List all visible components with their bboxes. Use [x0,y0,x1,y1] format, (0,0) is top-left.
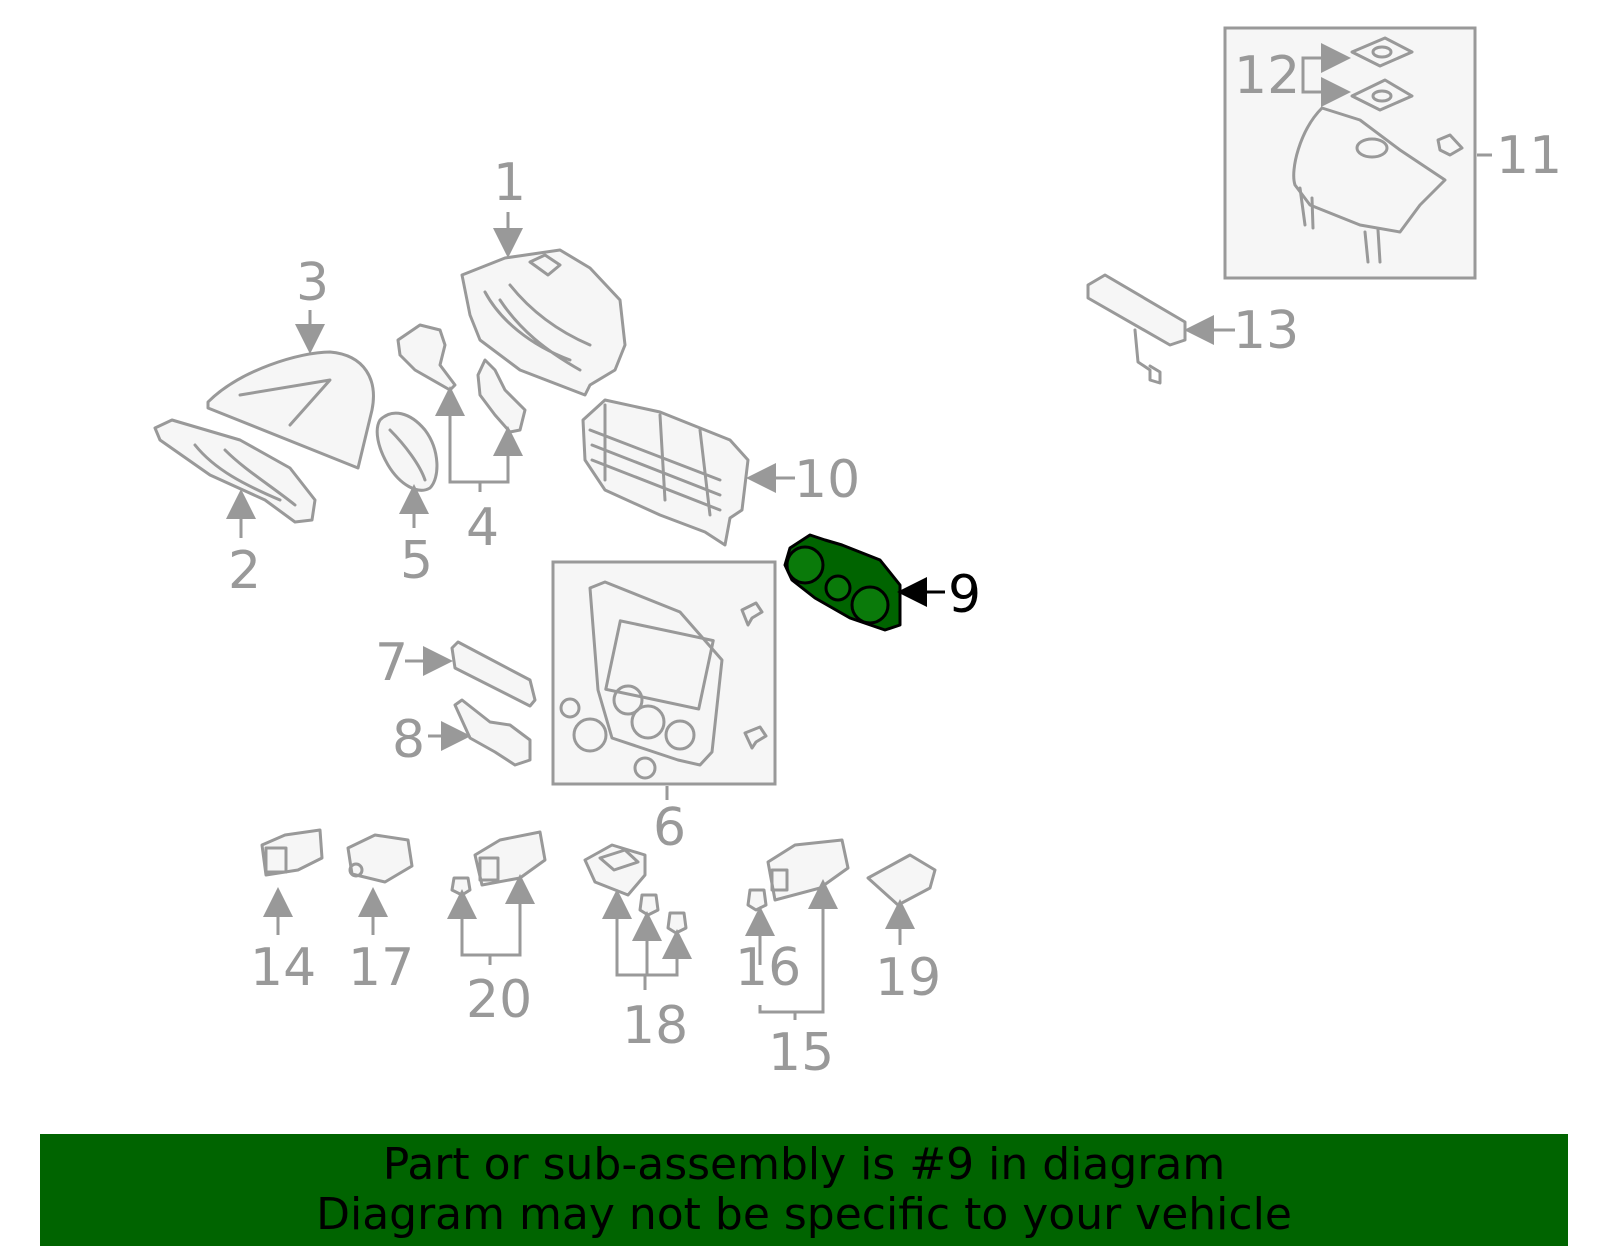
part-10 [581,398,795,547]
callout-7: 7 [375,633,408,693]
callout-14: 14 [250,938,316,998]
part-14 [260,828,324,935]
part-19 [866,853,937,945]
part-18 [583,843,692,990]
callout-2: 2 [228,541,261,601]
part-2 [153,418,317,538]
callout-20: 20 [466,970,532,1030]
banner-line-1: Part or sub-assembly is #9 in diagram [382,1139,1226,1190]
callout-12: 12 [1234,46,1300,106]
part-8 [428,698,532,767]
part-11-group [1223,26,1492,280]
info-banner: Part or sub-assembly is #9 in diagram Di… [40,1134,1568,1246]
part-13 [1086,273,1235,385]
callout-9: 9 [948,565,981,625]
callout-6: 6 [653,798,686,858]
callout-3: 3 [296,253,329,313]
part-5 [375,411,439,528]
part-7 [405,640,537,708]
part-17 [346,833,414,935]
callout-4: 4 [466,498,499,558]
callout-8: 8 [392,710,425,770]
part-1 [460,212,627,397]
callout-17: 17 [348,938,414,998]
callout-5: 5 [400,531,433,591]
banner-line-2: Diagram may not be specific to your vehi… [316,1189,1292,1240]
part-3 [206,310,375,470]
callout-19: 19 [875,948,941,1008]
part-20 [447,830,547,965]
part-15 [745,838,850,1020]
callout-11: 11 [1496,126,1562,186]
callout-10: 10 [794,450,860,510]
callout-13: 13 [1233,301,1299,361]
callout-18: 18 [622,996,688,1056]
part-6-group [551,560,777,800]
callout-1: 1 [493,153,526,213]
callout-16: 16 [735,938,801,998]
callout-15: 15 [768,1023,834,1083]
part-4 [396,323,527,492]
part-9-highlighted [783,533,945,632]
